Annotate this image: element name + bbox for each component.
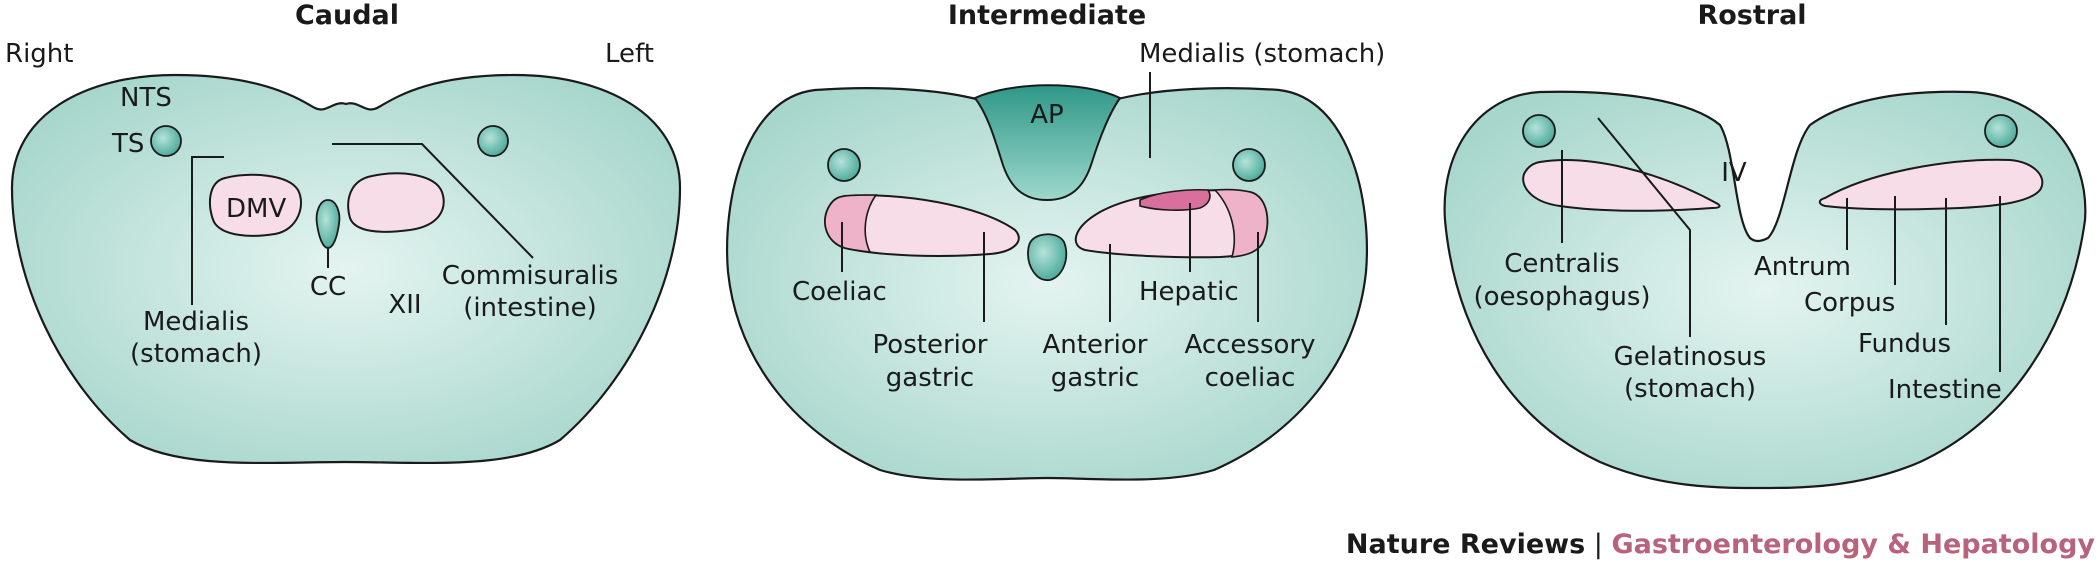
accessory-coeliac-label-line2: coeliac [1205, 363, 1296, 393]
corpus-label: Corpus [1804, 288, 1895, 318]
ts-left-circle [150, 125, 182, 157]
commisuralis-label-line2: (intestine) [463, 293, 597, 323]
footer-text: Nature Reviews | Gastroenterology & Hepa… [1346, 529, 2095, 560]
panel-rostral: Rostral IV Centralis (oesophagus) Gelati… [1443, 0, 2087, 490]
posterior-gastric-label-line1: Posterior [873, 330, 988, 360]
dmv-left-nucleus [208, 173, 302, 237]
fundus-label: Fundus [1858, 329, 1951, 359]
medialis-label-line2: (stomach) [130, 339, 262, 369]
footer-separator: | [1585, 529, 1611, 560]
intestine-label: Intestine [1888, 375, 2002, 405]
anterior-gastric-label-line1: Anterior [1043, 330, 1148, 360]
nts-label: NTS [120, 83, 172, 113]
cc-label: CC [310, 272, 346, 302]
coeliac-label: Coeliac [792, 277, 887, 307]
coeliac-subnucleus [824, 194, 878, 253]
ts-left-circle-intermediate [827, 148, 861, 182]
ts-right-circle-intermediate [1232, 148, 1266, 182]
accessory-coeliac-subnucleus [1213, 188, 1269, 258]
commisuralis-leader-line [332, 143, 534, 259]
xii-label: XII [388, 290, 421, 320]
area-postrema [973, 84, 1122, 202]
ts-right-circle-rostral [1984, 114, 2018, 148]
footer-journal: Nature Reviews [1346, 529, 1585, 560]
centralis-label-line1: Centralis [1504, 249, 1619, 279]
dmv-right-rostral [1818, 158, 2044, 211]
dmv-label: DMV [226, 194, 286, 224]
footer-credit: Nature Reviews | Gastroenterology & Hepa… [1346, 529, 2095, 560]
dmv-right-nucleus [347, 172, 445, 233]
posterior-gastric-label-line2: gastric [886, 363, 974, 393]
commisuralis-label-line1: Commisuralis [442, 261, 619, 291]
iv-label: IV [1721, 158, 1747, 188]
caudal-title: Caudal [295, 0, 399, 31]
central-canal-intermediate [1027, 233, 1068, 281]
accessory-coeliac-label-line1: Accessory [1185, 330, 1316, 360]
footer-subject: Gastroenterology & Hepatology [1611, 529, 2095, 560]
antrum-label: Antrum [1754, 252, 1851, 282]
anterior-gastric-label-line2: gastric [1051, 363, 1139, 393]
medialis-leader-line [191, 156, 224, 305]
ts-right-circle [477, 125, 509, 157]
intermediate-title: Intermediate [948, 0, 1146, 31]
caudal-section-outline [10, 73, 682, 465]
ts-label: TS [111, 129, 144, 159]
hepatic-label: Hepatic [1139, 277, 1239, 307]
panel-caudal: Caudal Right Left NTS TS DMV CC XII Medi… [5, 0, 682, 465]
gelatinosus-leader [1597, 117, 1691, 337]
medialis-label-line1: Medialis [143, 307, 249, 337]
medialis-intermediate-label: Medialis (stomach) [1139, 39, 1385, 69]
dmv-left-rostral [1522, 159, 1721, 212]
gelatinosus-label-line2: (stomach) [1624, 374, 1756, 404]
panel-intermediate: Intermediate AP Medialis (stomach) Coeli… [726, 0, 1385, 481]
rostral-title: Rostral [1697, 0, 1806, 31]
side-left-label: Left [605, 39, 654, 69]
intermediate-section-outline [726, 87, 1368, 481]
ap-label: AP [1030, 100, 1063, 130]
hepatic-subnucleus [1139, 188, 1211, 211]
side-right-label: Right [5, 39, 73, 69]
ts-left-circle-rostral [1522, 114, 1556, 148]
gelatinosus-label-line1: Gelatinosus [1614, 342, 1767, 372]
centralis-label-line2: (oesophagus) [1473, 282, 1650, 312]
